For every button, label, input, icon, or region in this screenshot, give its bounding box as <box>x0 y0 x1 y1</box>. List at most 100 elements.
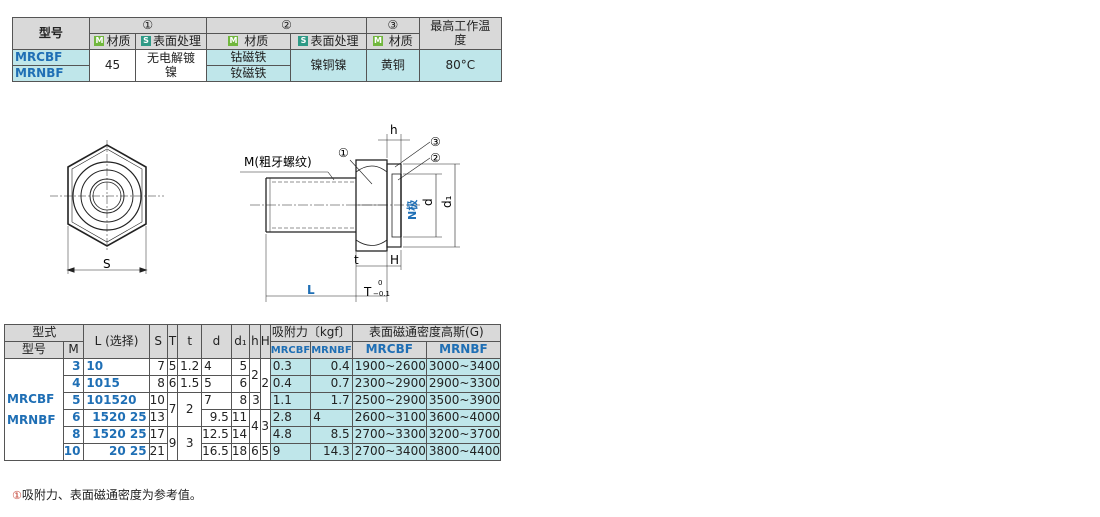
cell-M: 4 <box>62 375 85 393</box>
cell-f1: 1.1 <box>269 392 312 410</box>
cell-M: 8 <box>62 426 85 444</box>
table-row: 4 1015 8 6 1.5 5 6 0.4 0.7 2300~2900 290… <box>5 375 502 393</box>
cell-f2: 4 <box>310 409 353 427</box>
surface-badge-icon: S <box>298 36 309 47</box>
group2-header: ② <box>205 17 368 34</box>
cell-d1: 5 <box>230 358 251 376</box>
code-mrcbf: MRCBF <box>12 49 90 66</box>
cell-f2: 8.5 <box>310 426 353 444</box>
cell-t: 2 <box>177 392 203 427</box>
cell-L: 1520 25 <box>83 409 150 427</box>
cell-S: 21 <box>148 443 168 461</box>
flux-mrnbf-header: MRNBF <box>425 341 502 359</box>
side-view <box>240 134 460 302</box>
H-header: H <box>259 324 271 359</box>
cell-g2: 2900~3300 <box>425 375 502 393</box>
d1-header: d₁ <box>230 324 251 359</box>
cell-g2: 3800~4400 <box>425 443 502 461</box>
mat2-value-1: 钴磁铁 <box>205 49 291 66</box>
cell-L: 20 25 <box>83 443 150 461</box>
label-H: H <box>390 253 399 267</box>
cell-S: 7 <box>148 358 168 376</box>
cell-L: 101520 <box>83 392 150 410</box>
table-row: 8 1520 25 17 9 3 12.5 14 4.8 8.5 2700~33… <box>5 426 502 461</box>
mat3-header: M 材质 <box>366 33 420 50</box>
cell-L: 10 <box>83 358 150 376</box>
callout-3: ③ <box>430 135 441 149</box>
cell-H: 2 <box>259 358 271 410</box>
label-T: T <box>363 285 372 299</box>
cell-d1: 18 <box>230 443 251 461</box>
cell-d1: 8 <box>230 392 251 410</box>
surface-badge-icon: S <box>141 36 152 47</box>
cell-d: 9.5 <box>201 409 232 427</box>
cell-T: 7 <box>166 392 179 427</box>
cell-h-alt: 3 <box>249 392 261 410</box>
cell-g2: 3600~4000 <box>425 409 502 427</box>
cell-d: 5 <box>201 375 232 393</box>
cell-f1: 0.3 <box>269 358 312 376</box>
cell-g1: 2500~2900 <box>351 392 427 410</box>
cell-d: 16.5 <box>201 443 232 461</box>
tol-bottom: −0.1 <box>373 290 390 298</box>
cell-g2: 3000~3400 <box>425 358 502 376</box>
callout-2: ② <box>430 151 441 165</box>
cell-h: 2 <box>249 358 261 393</box>
material-badge-icon: M <box>94 36 105 47</box>
cell-M: 5 <box>62 392 85 410</box>
M-header: M <box>62 341 85 359</box>
tol-top: 0 <box>378 279 382 287</box>
type-header: 型式 <box>3 324 85 342</box>
surf1-value: 无电解镀镍 <box>135 49 207 82</box>
cell-g1: 2700~3400 <box>351 443 427 461</box>
cell-f1: 9 <box>269 443 312 461</box>
cell-d: 12.5 <box>201 426 232 444</box>
force-mrcbf-header: MRCBF <box>269 341 312 359</box>
footnote-text: 吸附力、表面磁通密度为参考值。 <box>21 488 202 502</box>
flux-mrcbf-header: MRCBF <box>351 341 427 359</box>
cell-H: 3 <box>259 409 271 444</box>
cell-L: 1015 <box>83 375 150 393</box>
mat2-value-2: 钕磁铁 <box>205 65 291 82</box>
cell-T: 9 <box>166 426 179 461</box>
material-badge-icon: M <box>372 36 383 47</box>
cell-M: 3 <box>62 358 85 376</box>
material-badge-icon: M <box>228 36 239 47</box>
d-header: d <box>201 324 232 359</box>
callout-1: ① <box>338 146 349 160</box>
cell-S: 13 <box>148 409 168 427</box>
cell-T: 5 <box>166 358 179 376</box>
technical-drawing: S <box>50 123 460 302</box>
group1-header: ① <box>88 17 207 34</box>
cell-M: 10 <box>62 443 85 461</box>
label-L: L <box>307 283 315 297</box>
h-header: h <box>249 324 261 359</box>
cell-g1: 2700~3300 <box>351 426 427 444</box>
cell-S: 10 <box>148 392 168 410</box>
cell-L: 1520 25 <box>83 426 150 444</box>
cell-f2: 1.7 <box>310 392 353 410</box>
model-header: 型号 <box>4 341 64 359</box>
cell-f2: 0.7 <box>310 375 353 393</box>
max-temp-header: 最高工作温度 <box>418 17 503 50</box>
mat1-value: 45 <box>88 49 137 82</box>
T-header: T <box>166 324 179 359</box>
cell-g1: 1900~2600 <box>351 358 427 376</box>
table-row: 5 101520 10 7 2 7 8 3 1.1 1.7 2500~2900 … <box>5 392 502 427</box>
label-d: d <box>421 198 435 206</box>
footnote: ①吸附力、表面磁通密度为参考值。 <box>12 486 202 503</box>
t-header: t <box>177 324 203 359</box>
table-row: 10 20 25 21 16.5 18 6 5 9 14.3 2700~3400… <box>5 443 502 461</box>
cell-f1: 4.8 <box>269 426 312 444</box>
surf2-value: 镍铜镍 <box>289 49 368 82</box>
group3-header: ③ <box>366 17 420 34</box>
table-row: 6 1520 25 13 9.5 11 4 3 2.8 4 2600~3100 … <box>5 409 502 444</box>
label-d1: d₁ <box>440 195 454 208</box>
mat2-header: M 材质 <box>205 33 291 50</box>
L-header: L (选择) <box>83 324 150 359</box>
